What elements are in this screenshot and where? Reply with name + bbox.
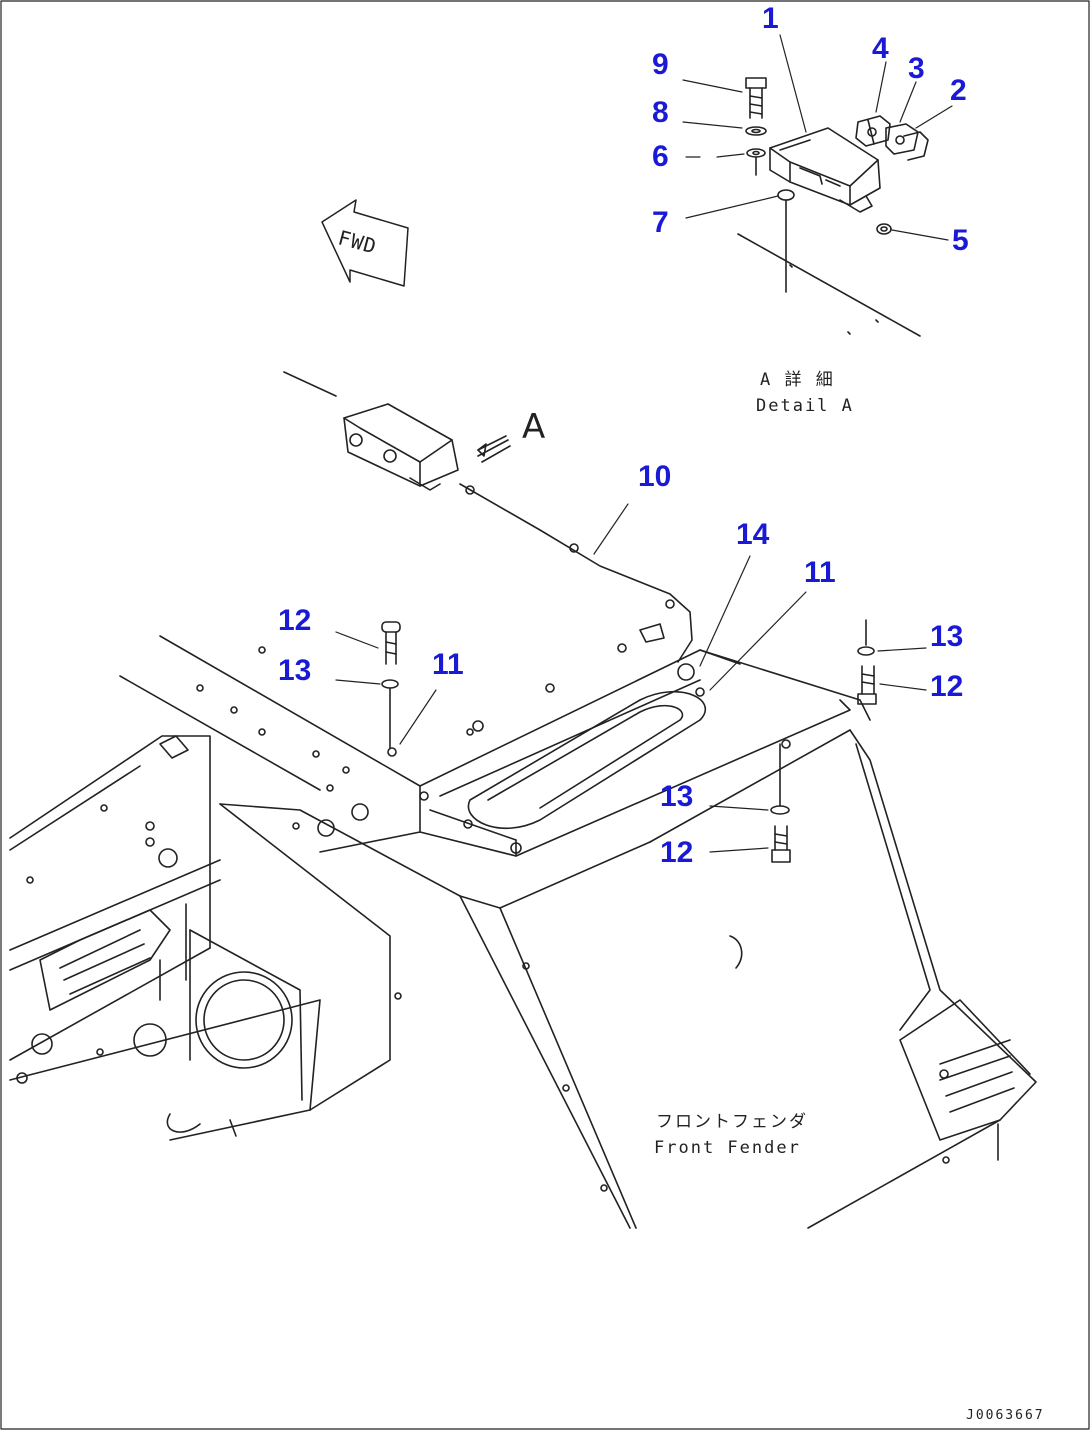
detail-plate-edge (737, 233, 921, 337)
callout-8: 8 (652, 96, 669, 129)
callout-12-right-bottom: 12 (660, 836, 694, 869)
part-7-nut (777, 189, 795, 201)
callout-13-right-top: 13 (930, 620, 964, 653)
part-10-harness (459, 483, 693, 663)
part-8-washer (745, 126, 767, 136)
drawing-number: J0063667 (966, 1408, 1045, 1423)
detail-a-label-jp: A 詳 細 (760, 370, 835, 390)
controller-on-machine (343, 403, 475, 495)
front-fender (459, 729, 1037, 1229)
callout-11-right: 11 (804, 556, 836, 589)
callout-10: 10 (638, 460, 672, 493)
callout-3: 3 (908, 52, 925, 85)
part-9-bolt (745, 77, 767, 119)
part-2-3-4-connectors (855, 115, 929, 161)
part-1-box (769, 127, 881, 213)
callout-7: 7 (652, 206, 669, 239)
callout-5: 5 (952, 224, 969, 257)
callout-13-right-bottom: 13 (660, 780, 694, 813)
callout-14: 14 (736, 518, 770, 551)
callout-13-left: 13 (278, 654, 312, 687)
front-fender-label-en: Front Fender (654, 1138, 801, 1158)
callout-2: 2 (950, 74, 967, 107)
detail-a-label-en: Detail A (756, 396, 854, 416)
callout-6: 6 (652, 140, 669, 173)
fasteners-main (335, 555, 927, 863)
oval-opening (467, 690, 707, 830)
callout-12-right-top: 12 (930, 670, 964, 703)
machine-body-left (9, 735, 461, 1141)
callout-1: 1 (762, 2, 779, 35)
callout-9: 9 (652, 48, 669, 81)
fwd-arrow (321, 199, 409, 287)
callout-4: 4 (872, 32, 889, 65)
front-fender-label-jp: フロントフェンダ (656, 1112, 808, 1132)
callout-11-left: 11 (432, 648, 464, 681)
part-6-washer (746, 148, 766, 158)
harness-top (283, 371, 337, 397)
callout-12-left: 12 (278, 604, 312, 637)
view-arrow-a (477, 435, 511, 463)
view-a-letter: A (522, 407, 546, 447)
detail-a-group (682, 34, 953, 337)
part-5-nut (876, 223, 892, 235)
deck-frame (119, 635, 871, 857)
